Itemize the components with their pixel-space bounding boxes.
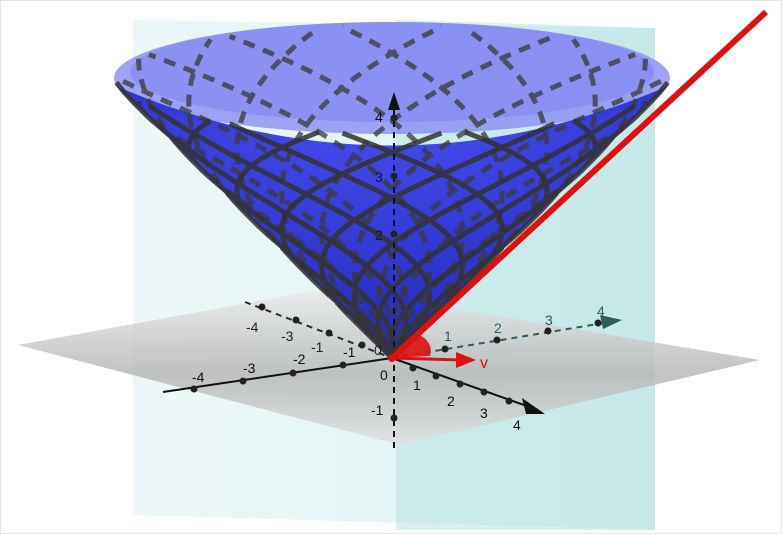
axes bbox=[162, 92, 622, 448]
tick-point bbox=[480, 388, 488, 396]
z-tick-label: 2 bbox=[375, 227, 383, 243]
y-axis-front bbox=[162, 357, 393, 393]
tick-point bbox=[544, 327, 552, 335]
mesh-curve-hidden bbox=[169, 131, 397, 359]
cone-body bbox=[116, 86, 668, 358]
mesh-curve-hidden bbox=[351, 52, 637, 360]
tick-point bbox=[239, 377, 247, 385]
y-tick-label: -3 bbox=[243, 360, 256, 376]
z-tick-label: -1 bbox=[371, 402, 384, 418]
tick-point bbox=[390, 114, 398, 122]
mesh-curve-hidden bbox=[115, 75, 409, 360]
x-back-tick-label: 1 bbox=[444, 328, 452, 344]
tick-point bbox=[339, 361, 347, 369]
mesh-curve-hidden bbox=[279, 24, 443, 297]
vector-v[interactable] bbox=[391, 356, 463, 362]
origin-point[interactable] bbox=[388, 354, 396, 362]
y-tick-label: -2 bbox=[293, 351, 306, 367]
vector-v-arrowhead bbox=[456, 352, 476, 368]
back-tick-label: -1 bbox=[311, 339, 324, 355]
tick-labels: -4 -3 -2 -1 0 1 2 3 4 bbox=[192, 344, 521, 433]
y-axis-back bbox=[244, 301, 393, 359]
x-axis-arrow bbox=[600, 315, 622, 329]
mesh-curve bbox=[618, 100, 649, 132]
tick-point bbox=[441, 345, 449, 353]
tick-point bbox=[289, 369, 297, 377]
mesh-curve bbox=[135, 100, 166, 132]
mesh-curve-hidden bbox=[375, 75, 669, 360]
mesh-curve bbox=[562, 118, 598, 188]
mesh-curve-hidden bbox=[228, 33, 465, 360]
x-tick-label: 4 bbox=[513, 417, 521, 433]
origin-label: 0 bbox=[380, 367, 388, 383]
mesh-curve bbox=[351, 103, 637, 360]
mesh-curve bbox=[279, 130, 443, 298]
tick-point bbox=[390, 172, 398, 180]
mesh-curve bbox=[319, 121, 556, 360]
x-tick-label: 2 bbox=[447, 393, 455, 409]
x-axis-front bbox=[391, 357, 539, 411]
tick-point bbox=[456, 380, 464, 388]
x-tick-label: 1 bbox=[413, 377, 421, 393]
mesh-curve-hidden bbox=[147, 52, 433, 360]
cone-surface[interactable] bbox=[114, 22, 670, 360]
mesh-curve bbox=[464, 129, 550, 243]
tick-point bbox=[409, 364, 417, 372]
tick-point bbox=[390, 414, 398, 422]
generatrix-line[interactable] bbox=[389, 9, 769, 361]
tick-point bbox=[493, 336, 501, 344]
mesh-curve bbox=[114, 80, 409, 360]
back-tick-label: 0 bbox=[374, 342, 382, 358]
x-back-tick-labels: 1 2 3 4 bbox=[444, 303, 605, 344]
x-back-tick-label: 4 bbox=[597, 303, 605, 319]
z-tick-labels: -1 2 3 4 bbox=[371, 109, 384, 418]
x-back-tick-label: 2 bbox=[494, 320, 502, 336]
mesh-curve-hidden bbox=[341, 24, 505, 297]
y-tick-label: -1 bbox=[343, 344, 356, 360]
x-back-tick-label: 3 bbox=[545, 312, 553, 328]
z-tick-label: 3 bbox=[375, 169, 383, 185]
cone-mesh-front bbox=[114, 80, 670, 360]
tick-point bbox=[390, 230, 398, 238]
vector-v-label: v bbox=[480, 355, 488, 372]
z-axis-arrow bbox=[388, 92, 400, 110]
axis-tick-points bbox=[190, 114, 602, 422]
tick-point bbox=[190, 385, 198, 393]
front-axis-arrow bbox=[522, 398, 545, 414]
xy-plane[interactable] bbox=[18, 288, 760, 445]
tick-point bbox=[258, 303, 266, 311]
tick-point bbox=[594, 319, 602, 327]
mesh-curve bbox=[234, 129, 320, 243]
tick-point bbox=[432, 372, 440, 380]
tick-point bbox=[505, 397, 513, 405]
back-tick-labels: -4 -3 -1 0 bbox=[246, 319, 382, 358]
mesh-curve bbox=[341, 130, 505, 298]
tick-point bbox=[292, 316, 300, 324]
back-tick-label: -4 bbox=[246, 319, 259, 335]
tick-point bbox=[358, 341, 366, 349]
mesh-curve bbox=[186, 118, 222, 188]
y-tick-label: -4 bbox=[192, 369, 205, 385]
tick-point bbox=[325, 329, 333, 337]
z-tick-label: 4 bbox=[375, 109, 383, 125]
angle-arc[interactable] bbox=[392, 334, 431, 358]
mesh-curve bbox=[375, 80, 670, 360]
x-tick-label: 3 bbox=[480, 405, 488, 421]
back-tick-label: -3 bbox=[281, 328, 294, 344]
